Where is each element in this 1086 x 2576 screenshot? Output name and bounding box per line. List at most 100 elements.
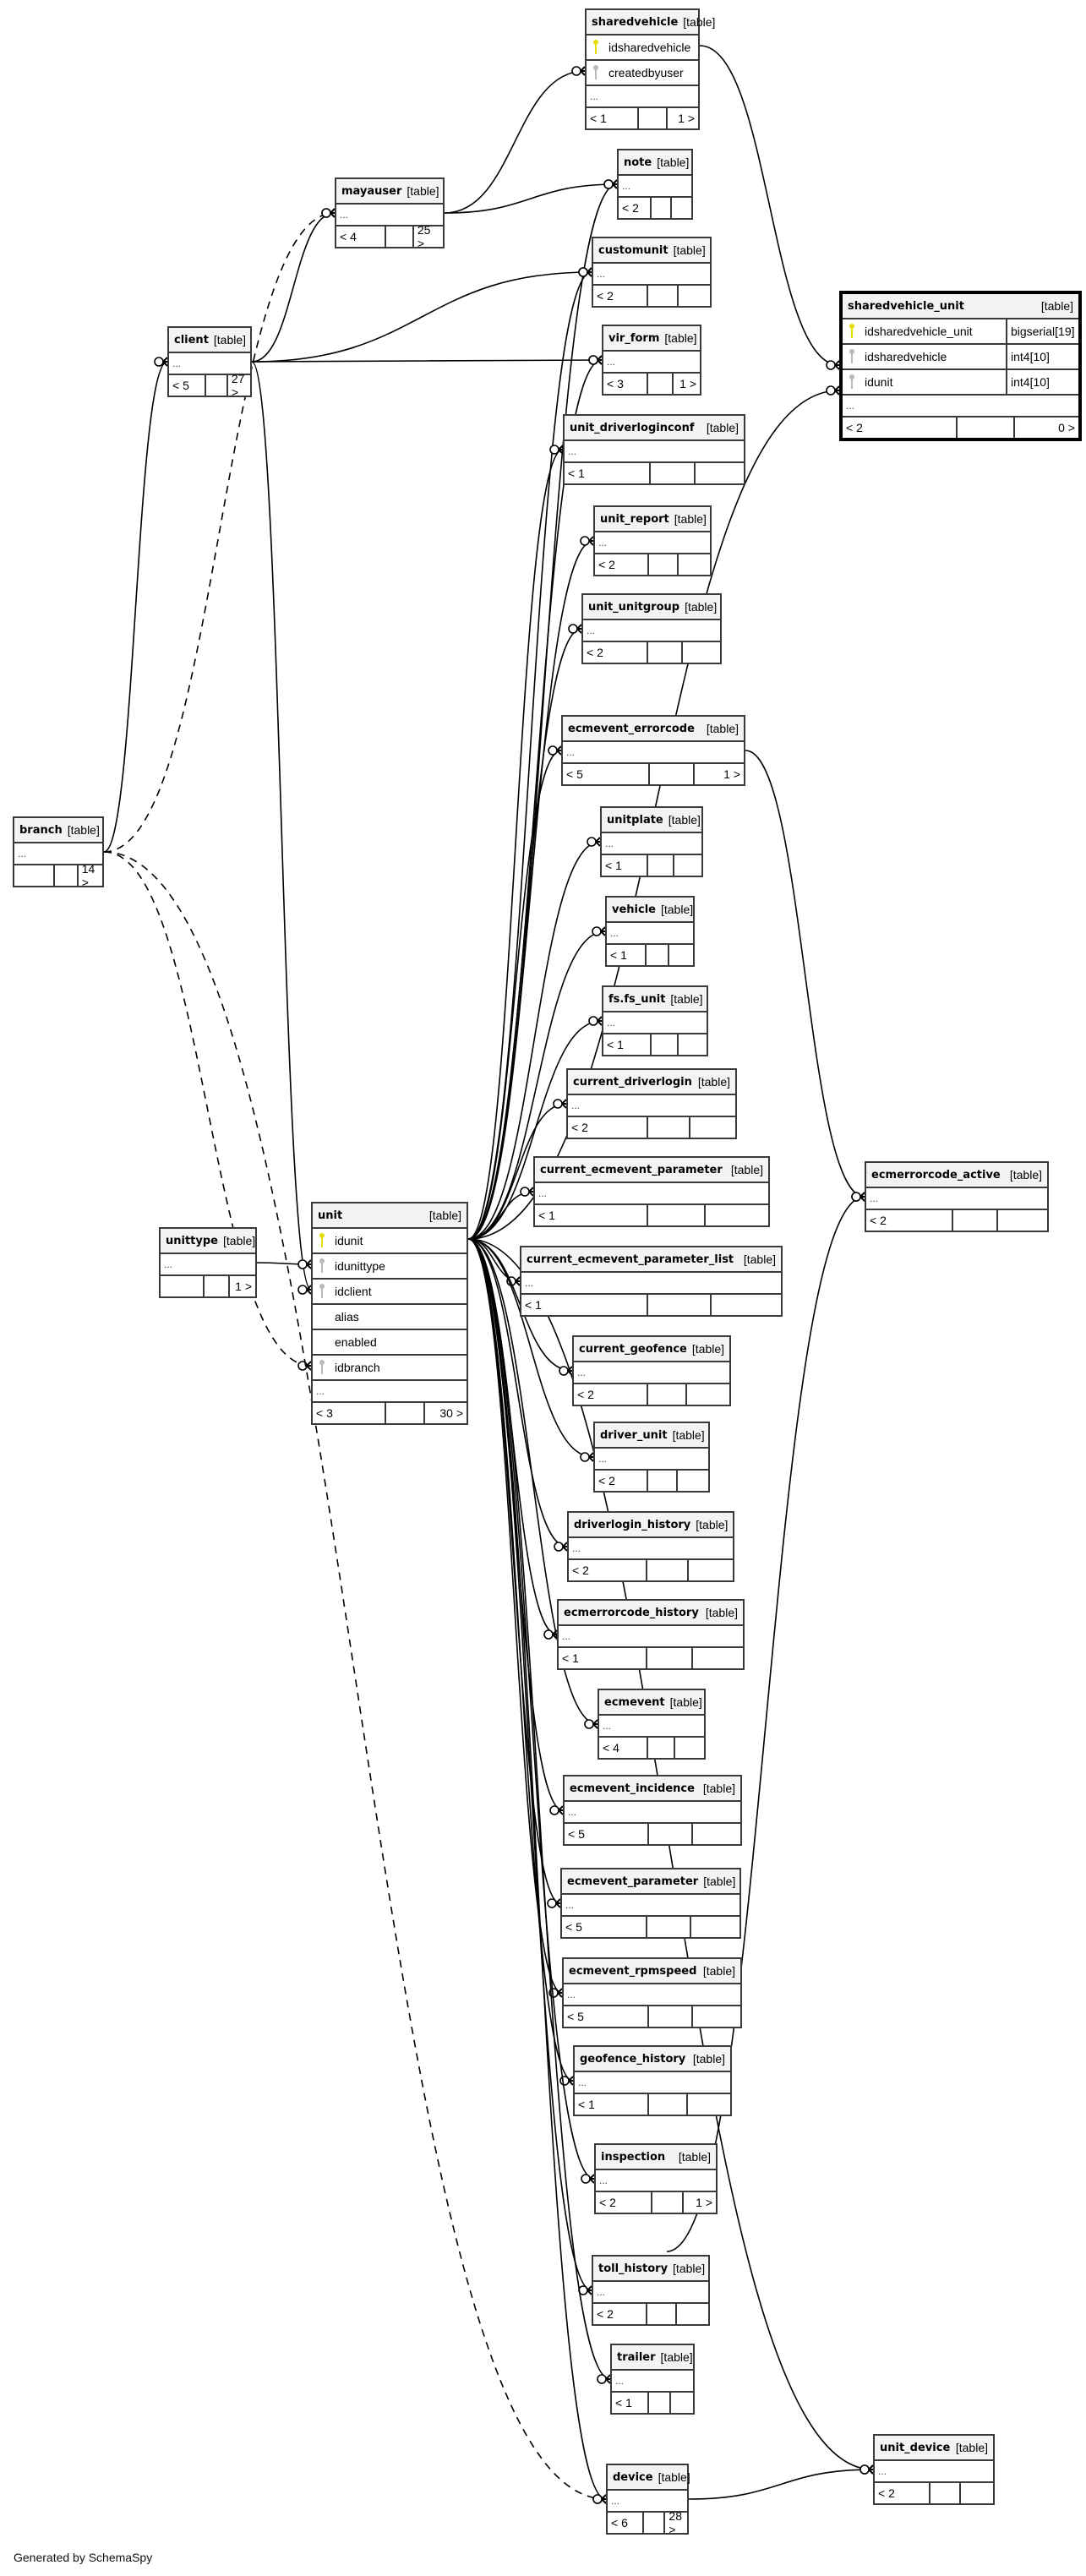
table-header[interactable]: current_ecmevent_parameter_list[table] — [521, 1247, 781, 1273]
parents-count[interactable]: < 1 — [610, 948, 627, 962]
children-count[interactable]: 27 > — [226, 372, 250, 399]
parents-count[interactable]: < 2 — [587, 646, 603, 659]
table-unit-unitgroup[interactable]: unit_unitgroup[table]...< 2 — [581, 593, 722, 664]
children-count[interactable]: 30 > — [423, 1403, 467, 1423]
children-count[interactable]: 0 > — [1013, 418, 1078, 438]
parents-count[interactable]: < 1 — [615, 2396, 632, 2410]
column-row[interactable]: idsharedvehicle — [587, 35, 698, 61]
table-header[interactable]: sharedvehicle[table] — [587, 10, 715, 35]
parents-count[interactable]: < 1 — [538, 1209, 555, 1222]
children-count[interactable] — [686, 1560, 733, 1580]
children-count[interactable]: 14 > — [76, 862, 102, 889]
table-name[interactable]: current_driverlogin — [573, 1075, 692, 1089]
table-name[interactable]: ecmevent_incidence — [570, 1782, 695, 1795]
table-geofence-history[interactable]: geofence_history[table]...< 1 — [573, 2045, 732, 2116]
parents-count[interactable]: < 3 — [316, 1406, 333, 1420]
table-customunit[interactable]: customunit[table]...< 2 — [592, 237, 712, 308]
parents-count[interactable]: < 3 — [607, 377, 624, 390]
table-name[interactable]: unittype — [166, 1234, 218, 1247]
table-name[interactable]: unit_report — [600, 512, 669, 526]
table-name[interactable]: ecmevent — [604, 1695, 665, 1709]
parents-count[interactable]: < 1 — [578, 2098, 595, 2111]
table-header[interactable]: note[table] — [619, 150, 691, 176]
table-name[interactable]: ecmevent_parameter — [567, 1875, 699, 1888]
table-header[interactable]: unit[table] — [313, 1203, 467, 1229]
parents-count[interactable]: < 1 — [568, 467, 585, 480]
children-count[interactable] — [673, 855, 701, 876]
table-header[interactable]: client[table] — [169, 328, 250, 353]
parents-count[interactable]: < 2 — [846, 421, 863, 434]
children-count[interactable] — [681, 642, 720, 663]
parents-count[interactable]: < 2 — [598, 1474, 615, 1487]
children-count[interactable]: 1 > — [666, 108, 698, 128]
table-header[interactable]: driver_unit[table] — [595, 1423, 708, 1449]
table-header[interactable]: ecmevent[table] — [599, 1690, 704, 1716]
table-header[interactable]: current_driverlogin[table] — [568, 1070, 735, 1095]
table-name[interactable]: fs.fs_unit — [608, 992, 666, 1006]
column-row[interactable]: idunittype — [313, 1254, 467, 1280]
children-count[interactable]: 1 > — [672, 374, 700, 394]
table-name[interactable]: geofence_history — [580, 2052, 686, 2066]
table-header[interactable]: fs.fs_unit[table] — [603, 987, 707, 1012]
parents-count[interactable]: < 2 — [878, 2486, 895, 2500]
table-unit-device[interactable]: unit_device[table]...< 2 — [873, 2434, 995, 2505]
table-header[interactable]: unitplate[table] — [602, 808, 701, 833]
table-header[interactable]: toll_history[table] — [593, 2257, 708, 2282]
parents-count[interactable]: < 1 — [590, 112, 607, 125]
parents-count[interactable]: < 1 — [607, 1038, 624, 1051]
children-count[interactable] — [686, 2094, 730, 2115]
table-header[interactable]: driverlogin_history[table] — [569, 1513, 733, 1538]
children-count[interactable]: 28 > — [663, 2509, 687, 2536]
table-header[interactable]: ecmevent_errorcode[table] — [563, 717, 744, 742]
table-unitplate[interactable]: unitplate[table]...< 1 — [600, 806, 703, 877]
table-header[interactable]: mayauser[table] — [336, 179, 443, 205]
children-count[interactable] — [677, 554, 710, 575]
parents-count[interactable]: < 2 — [572, 1564, 589, 1577]
table-ecmevent-incidence[interactable]: ecmevent_incidence[table]...< 5 — [563, 1775, 742, 1846]
parents-count[interactable]: < 2 — [598, 558, 615, 571]
table-header[interactable]: current_geofence[table] — [574, 1337, 729, 1362]
parents-count[interactable]: < 2 — [577, 1388, 594, 1401]
children-count[interactable] — [674, 1738, 704, 1758]
children-count[interactable] — [959, 2483, 993, 2503]
parents-count[interactable]: < 5 — [568, 1827, 585, 1841]
column-row[interactable]: enabled — [313, 1330, 467, 1356]
table-name[interactable]: unit — [318, 1209, 343, 1222]
table-fs-fs-unit[interactable]: fs.fs_unit[table]...< 1 — [602, 985, 708, 1056]
table-name[interactable]: toll_history — [598, 2262, 669, 2275]
column-row[interactable]: idclient — [313, 1280, 467, 1305]
parents-count[interactable]: < 1 — [605, 859, 622, 872]
table-name[interactable]: current_geofence — [579, 1342, 687, 1356]
children-count[interactable] — [690, 2006, 740, 2027]
table-name[interactable]: unit_unitgroup — [588, 600, 680, 614]
children-count[interactable] — [703, 1205, 768, 1225]
table-branch[interactable]: branch[table]...14 > — [13, 816, 104, 889]
table-name[interactable]: ecmerrorcode_active — [871, 1168, 1001, 1182]
table-name[interactable]: current_ecmevent_parameter — [540, 1163, 723, 1176]
table-name[interactable]: ecmerrorcode_history — [564, 1606, 699, 1619]
table-header[interactable]: trailer[table] — [612, 2345, 693, 2371]
children-count[interactable] — [675, 1471, 708, 1491]
table-name[interactable]: unit_device — [880, 2441, 951, 2454]
table-name[interactable]: sharedvehicle_unit — [848, 299, 964, 313]
table-ecmerrorcode-history[interactable]: ecmerrorcode_history[table]...< 1 — [557, 1599, 745, 1670]
table-note[interactable]: note[table]...< 2 — [617, 149, 693, 220]
table-current-driverlogin[interactable]: current_driverlogin[table]...< 2 — [566, 1068, 737, 1139]
table-header[interactable]: ecmevent_incidence[table] — [565, 1776, 740, 1802]
table-header[interactable]: current_ecmevent_parameter[table] — [535, 1158, 768, 1183]
table-header[interactable]: ecmevent_parameter[table] — [562, 1869, 739, 1895]
table-header[interactable]: ecmerrorcode_history[table] — [559, 1601, 743, 1626]
parents-count[interactable]: < 2 — [870, 1214, 887, 1227]
children-count[interactable] — [685, 1384, 729, 1405]
parents-count[interactable]: < 2 — [599, 2196, 616, 2209]
column-row[interactable]: idunit — [313, 1229, 467, 1254]
table-name[interactable]: customunit — [598, 243, 669, 257]
parents-count[interactable]: < 5 — [565, 1920, 582, 1934]
table-name[interactable]: driver_unit — [600, 1428, 668, 1442]
